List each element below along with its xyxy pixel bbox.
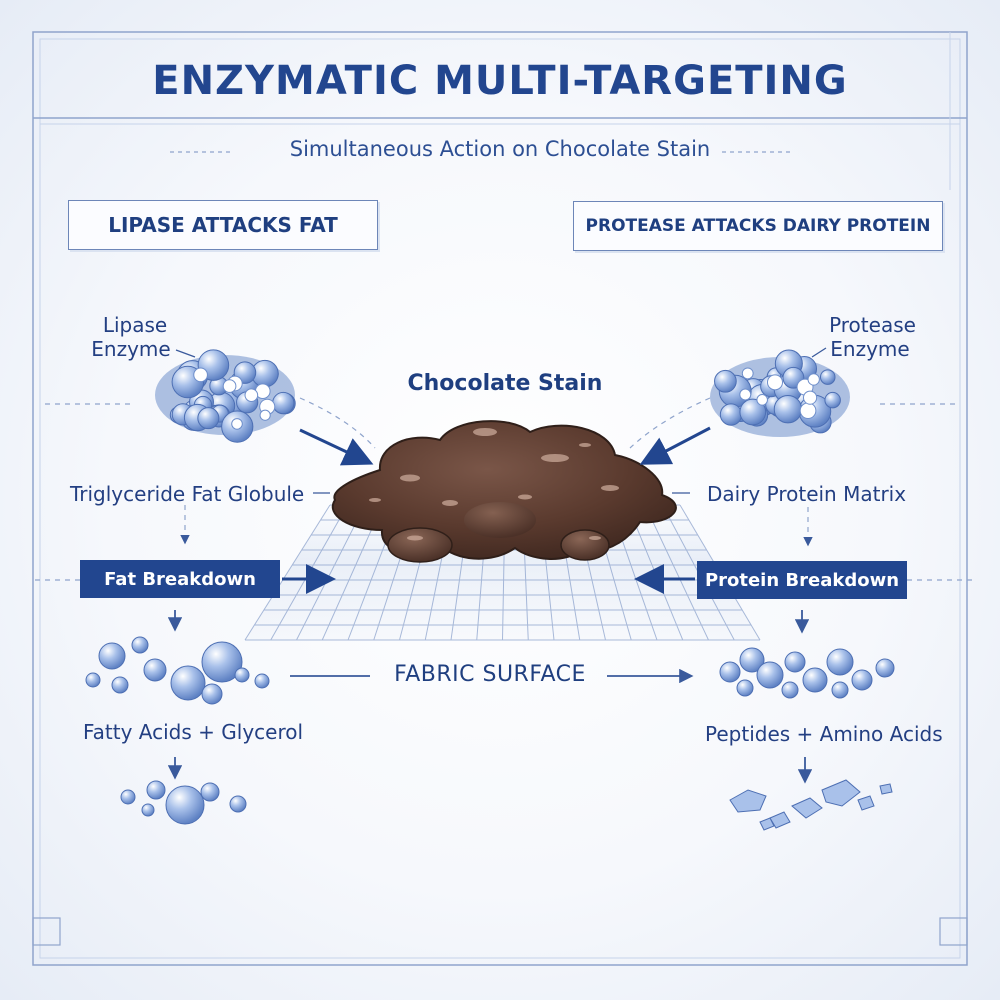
protein-matrix-label: Dairy Protein Matrix <box>707 482 907 506</box>
lipase-header: LIPASE ATTACKS FAT <box>68 200 378 250</box>
fat-breakdown-label: Fat Breakdown <box>104 568 256 590</box>
lipase-header-label: LIPASE ATTACKS FAT <box>108 213 338 237</box>
protein-breakdown-box: Protein Breakdown <box>697 561 907 599</box>
peptide-fragments <box>719 647 895 831</box>
page-title: ENZYMATIC MULTI-TARGETING <box>152 58 848 104</box>
lipase-label-line1: Lipase <box>102 313 168 337</box>
fat-globule-label: Triglyceride Fat Globule <box>70 482 305 506</box>
label-pointers <box>175 347 827 494</box>
protease-enzyme-cluster <box>710 349 850 437</box>
protease-header-label: PROTEASE ATTACKS DAIRY PROTEIN <box>585 216 931 236</box>
protease-label-line2: Enzyme <box>830 337 910 361</box>
protease-header: PROTEASE ATTACKS DAIRY PROTEIN <box>573 201 943 251</box>
page-subtitle: Simultaneous Action on Chocolate Stain <box>289 137 711 161</box>
lipase-label-line2: Enzyme <box>91 337 171 361</box>
fat-breakdown-box: Fat Breakdown <box>80 560 280 598</box>
attack-arrows <box>282 426 711 594</box>
chocolate-stain-label: Chocolate Stain <box>407 371 603 396</box>
fabric-surface-label: FABRIC SURFACE <box>394 662 586 687</box>
chocolate-stain <box>331 420 677 563</box>
page-frame <box>32 31 968 966</box>
fatty-acids-label: Fatty Acids + Glycerol <box>83 720 304 744</box>
protease-label-line1: Protease <box>829 313 916 337</box>
lipase-enzyme-cluster <box>155 349 296 443</box>
flow-arrows <box>167 610 813 784</box>
peptides-label: Peptides + Amino Acids <box>705 722 943 746</box>
protein-breakdown-label: Protein Breakdown <box>704 569 900 591</box>
fatty-acid-bubbles <box>85 636 270 825</box>
